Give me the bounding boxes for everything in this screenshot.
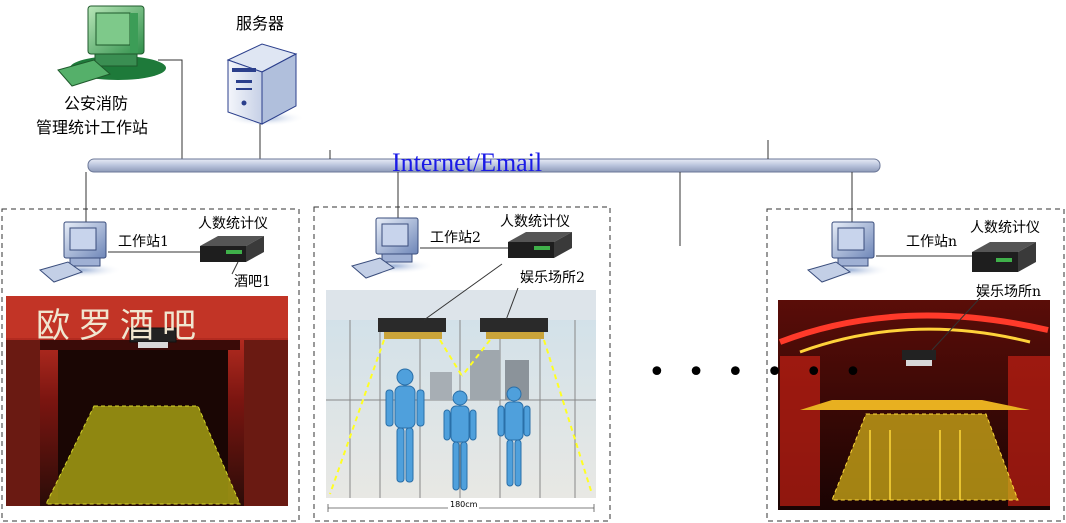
site3-frame (766, 208, 1065, 522)
site3-workstation-label: 工作站n (906, 234, 958, 250)
site1-workstation-icon (38, 221, 122, 283)
site1-venue-label: 酒吧1 (234, 274, 271, 290)
police-workstation-icon (57, 5, 166, 87)
site1-counter-device (200, 236, 264, 262)
bar-sign: 欧罗酒吧 (36, 306, 204, 346)
police-link-line (158, 59, 183, 160)
nightclub-photo (778, 300, 1050, 510)
site2-workstation-icon (350, 217, 434, 279)
site2-venue-label: 娱乐场所2 (520, 270, 585, 286)
site2-workstation-label: 工作站2 (430, 230, 481, 246)
dimension-label: 180cm (448, 500, 480, 509)
server-icon (225, 43, 305, 126)
station-label-line1: 公安消防 (64, 94, 129, 113)
site1-frame (1, 208, 300, 522)
venue2-photo (326, 290, 596, 512)
server-label: 服务器 (236, 14, 285, 33)
site3-counter-label: 人数统计仪 (970, 220, 1040, 236)
site3-counter-device (972, 242, 1036, 272)
site1-counter-label: 人数统计仪 (198, 216, 268, 232)
site2-frame (313, 206, 611, 522)
internet-bus (87, 140, 881, 173)
ellipsis-dots: • • • • • • (648, 355, 868, 390)
site3-venue-label: 娱乐场所n (976, 284, 1042, 300)
site1-workstation-label: 工作站1 (118, 234, 169, 250)
station-label-line2: 管理统计工作站 (36, 118, 149, 137)
site3-workstation-icon (806, 221, 890, 283)
bar-photo (6, 296, 288, 506)
site2-counter-device (508, 232, 572, 258)
internet-label: Internet/Email (392, 148, 543, 177)
site2-counter-label: 人数统计仪 (500, 214, 570, 230)
